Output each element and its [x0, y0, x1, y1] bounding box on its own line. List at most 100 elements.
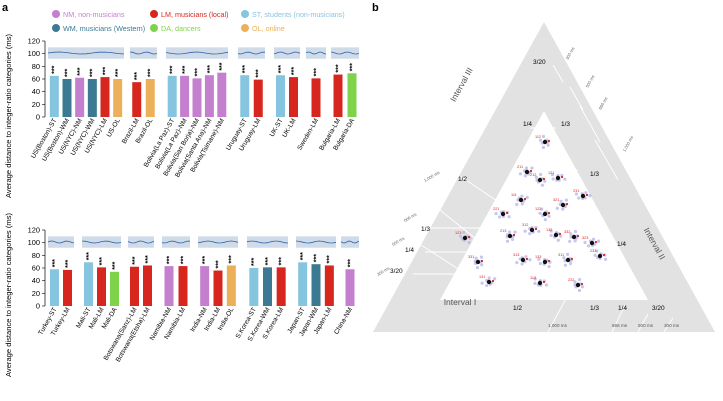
bar [178, 266, 188, 306]
cluster-label: 121 [548, 171, 554, 175]
ratio-marker [542, 280, 546, 284]
legend-swatch-lm [150, 10, 158, 18]
response-dot [513, 230, 517, 234]
simplex-grid [413, 64, 674, 333]
y-tick-label: 80 [32, 62, 40, 71]
significance-label: *** [229, 255, 236, 263]
ms-label-right-3: 1,000 ms [622, 135, 635, 152]
legend-swatch-wm [52, 24, 60, 32]
response-dot [480, 281, 484, 285]
cluster-center [580, 193, 586, 199]
simplex-grid-line [637, 313, 649, 333]
ratio-label-bottom-1: 1/3 [590, 305, 599, 312]
bar [130, 266, 139, 306]
bar [240, 75, 250, 117]
bar [167, 75, 177, 117]
cluster-label: 113 [530, 276, 536, 280]
response-dot [533, 277, 537, 281]
ratio-marker [565, 202, 569, 206]
x-tick-label: China-NM [333, 307, 354, 336]
cluster-label: 132 [546, 228, 552, 232]
significance-label: *** [166, 256, 173, 264]
cluster-label: 122 [535, 207, 541, 211]
cluster-label: 313 [513, 253, 519, 257]
response-dot [539, 172, 543, 177]
response-dot [543, 217, 547, 222]
response-dot [520, 194, 524, 198]
bar-chart-bottom: Average distance to integer-ratio catego… [4, 213, 360, 377]
significance-label: *** [65, 259, 72, 267]
ratio-marker [602, 253, 606, 257]
ratio-marker [585, 193, 589, 197]
ratio-marker [505, 211, 509, 215]
bar [298, 262, 308, 306]
ratio-marker [594, 240, 598, 244]
cluster-label: 212 [530, 173, 536, 177]
significance-label: *** [202, 256, 209, 264]
bar [217, 72, 227, 117]
y-tick-label: 120 [28, 37, 40, 46]
significance-label: *** [313, 68, 320, 76]
ratio-label-right-1: 1/4 [617, 241, 626, 248]
cluster-label: 312 [522, 223, 528, 227]
baseline-band [331, 47, 359, 59]
baseline-mean-line [197, 240, 239, 244]
baseline-mean-line [161, 240, 191, 244]
legend-label-ol: OL, online [252, 24, 285, 33]
response-dot [533, 281, 537, 285]
panel-label-a: a [2, 2, 9, 14]
response-dot [549, 229, 553, 233]
legend-swatch-ol [241, 24, 249, 32]
bar [113, 79, 123, 117]
significance-label: *** [215, 260, 222, 268]
cluster-label: 323 [582, 236, 588, 240]
bar [276, 75, 285, 117]
bar [276, 267, 286, 306]
significance-label: *** [335, 64, 342, 72]
inner-triangle [440, 111, 648, 300]
cluster-center [589, 240, 595, 246]
cluster-center [553, 232, 559, 238]
cluster-label: 213 [500, 229, 506, 233]
y-tick-label: 60 [32, 264, 40, 273]
response-dot [540, 183, 545, 187]
response-dot [547, 214, 551, 218]
significance-label: *** [145, 255, 152, 263]
y-tick-label: 100 [28, 49, 40, 58]
y-tick-label: 100 [28, 238, 40, 247]
cluster-label: 332 [564, 230, 570, 234]
bar [213, 270, 223, 306]
legend-label-da: DA, dancers [161, 24, 201, 33]
bar [143, 265, 152, 306]
legend-label-wm: WM, musicians (Western) [63, 24, 145, 33]
response-dot [494, 211, 498, 216]
cluster-center [507, 233, 513, 239]
ms-label-left-2: 500 ms [391, 236, 405, 247]
response-dot [543, 179, 547, 183]
ratio-label-left-2: 1/3 [421, 226, 430, 233]
response-dot [559, 199, 563, 203]
baseline-band [82, 236, 121, 248]
significance-label: *** [207, 65, 214, 73]
significance-label: *** [77, 67, 84, 75]
baseline-band [306, 47, 326, 59]
response-dot [493, 277, 497, 281]
response-dot [595, 249, 599, 253]
bar [49, 75, 59, 117]
significance-label: *** [265, 257, 272, 265]
y-tick-label: 60 [32, 75, 40, 84]
ratio-marker [529, 169, 533, 173]
significance-label: *** [86, 252, 93, 260]
significance-label: *** [180, 256, 187, 264]
response-dot [524, 166, 529, 170]
response-dot [563, 263, 568, 267]
significance-label: *** [278, 65, 285, 73]
baseline-mean-line [246, 240, 289, 244]
y-tick-label: 0 [36, 302, 40, 311]
bar [100, 77, 110, 117]
ratio-marker [570, 257, 574, 261]
legend-label-nm: NM, non-musicians [63, 10, 125, 19]
ratio-marker [558, 232, 562, 236]
response-dot [538, 211, 542, 215]
